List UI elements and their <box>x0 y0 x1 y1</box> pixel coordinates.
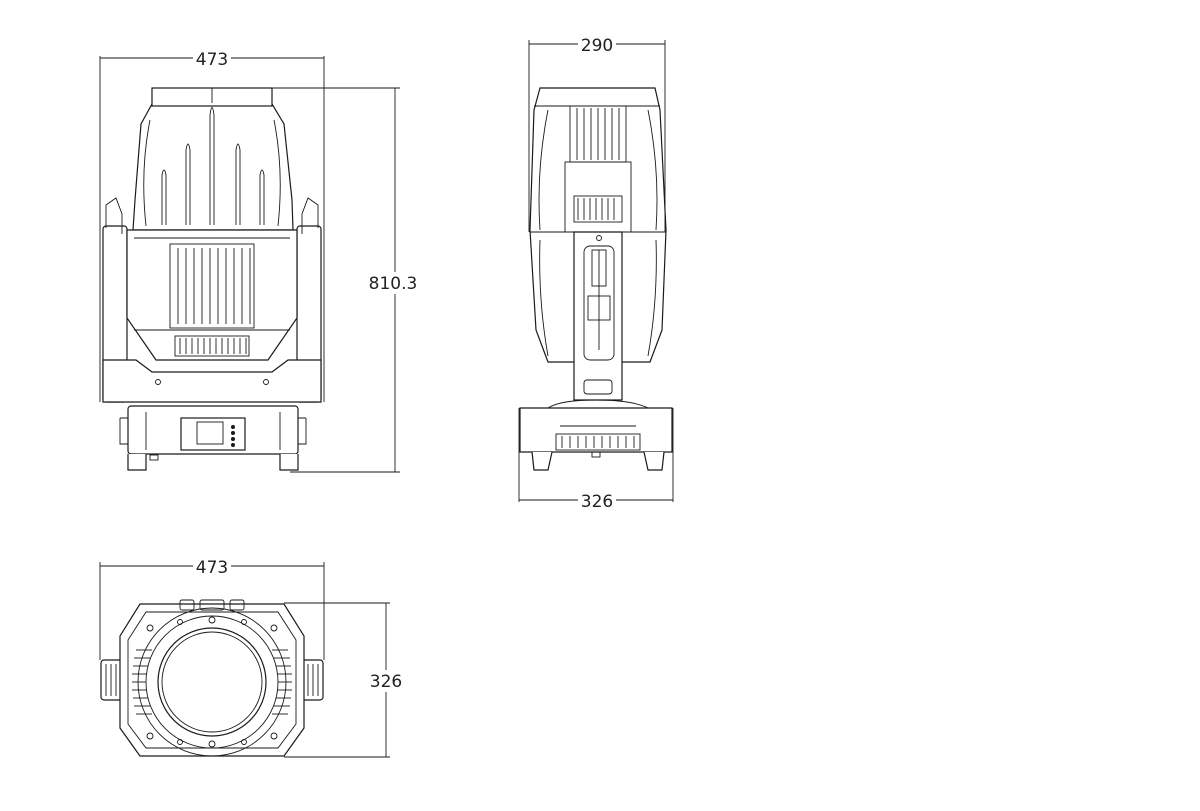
front-head-lower <box>126 229 298 361</box>
side-head-body <box>529 87 667 363</box>
side-yoke-arm <box>573 231 623 401</box>
side-top-width-dimension: 290 <box>581 36 613 56</box>
top-view <box>100 599 324 757</box>
side-view <box>519 87 673 471</box>
front-height-dimension: 810.3 <box>369 274 418 294</box>
top-depth-dimension: 326 <box>370 672 402 692</box>
front-view <box>102 87 322 471</box>
side-bottom-width-dimension: 326 <box>581 492 613 512</box>
front-width-dimension: 473 <box>196 50 228 70</box>
top-lens <box>157 627 267 737</box>
front-base-panel <box>180 417 246 451</box>
side-dimensions <box>518 34 674 510</box>
top-width-dimension: 473 <box>196 558 228 578</box>
front-display-screen <box>196 421 224 445</box>
front-head-upper <box>132 103 294 231</box>
front-dimensions <box>99 48 416 473</box>
top-dimensions <box>99 556 406 758</box>
side-base <box>519 407 673 453</box>
